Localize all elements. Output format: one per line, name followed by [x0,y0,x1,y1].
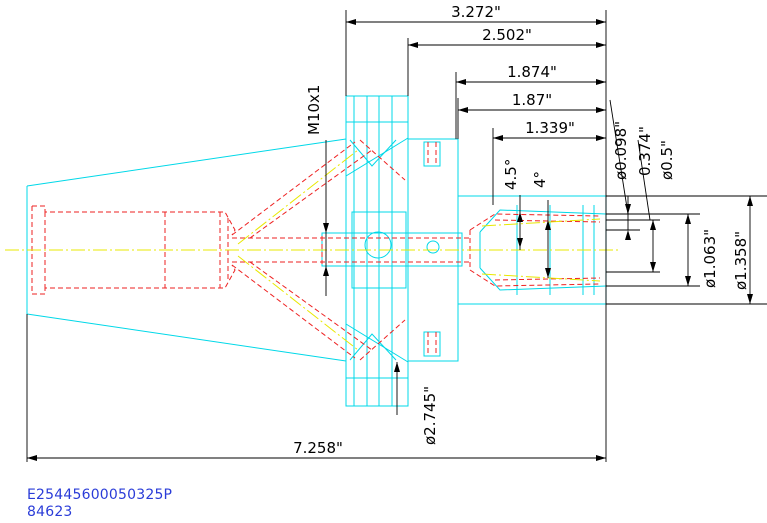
dim-dia-0-098: ø0.098" [612,121,630,180]
dim-dia-1-358: ø1.358" [732,231,750,290]
dim-3-272: 3.272" [451,3,501,21]
tool-holder-outline [26,95,607,407]
dimension-arrows [27,19,753,461]
dim-1-339: 1.339" [525,119,575,137]
center-lines [5,149,620,351]
dimension-lines [26,10,767,462]
part-id: 84623 [27,504,73,520]
dim-2-502: 2.502" [482,26,532,44]
dim-angle-4-5: 4.5° [502,159,520,190]
part-code: E25445600050325P [27,487,173,503]
dim-thread-m10x1: M10x1 [305,85,323,135]
dim-7-258: 7.258" [293,439,343,457]
dim-dia-2-745: ø2.745" [421,386,439,445]
dim-dia-0-5: ø0.5" [658,140,676,180]
dim-0-374: 0.374" [636,126,654,176]
dim-1-874: 1.874" [507,63,557,81]
dimension-labels: 3.272" 2.502" 1.874" 1.87" 1.339" 7.258"… [293,3,750,457]
dim-1-87: 1.87" [512,91,552,109]
dim-angle-4: 4° [531,171,549,188]
dim-dia-1-063: ø1.063" [701,229,719,288]
